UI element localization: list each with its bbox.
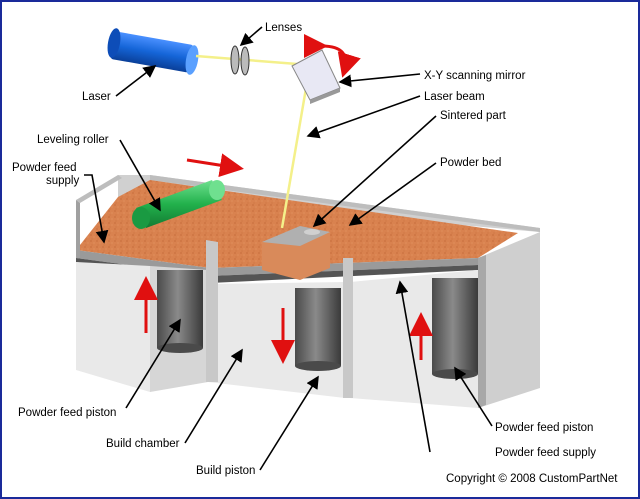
- lens-icon: [230, 45, 250, 76]
- divider-right: [343, 258, 353, 398]
- label-build-chamber: Build chamber: [106, 438, 180, 450]
- label-powder-feed-supply-left-2: supply: [46, 175, 79, 187]
- laser-icon: [107, 28, 199, 75]
- label-xy-mirror: X-Y scanning mirror: [424, 70, 526, 82]
- copyright-text: Copyright © 2008 CustomPartNet: [446, 473, 618, 485]
- mirror-icon: [291, 49, 341, 104]
- label-build-piston: Build piston: [196, 465, 255, 477]
- label-sintered-part: Sintered part: [440, 110, 507, 122]
- label-powder-feed-supply-right: Powder feed supply: [495, 447, 596, 459]
- divider-left: [206, 240, 218, 382]
- label-lenses: Lenses: [265, 22, 302, 34]
- piston-icon: [432, 278, 478, 379]
- piston-icon: [157, 270, 203, 353]
- label-powder-bed: Powder bed: [440, 157, 501, 169]
- mirror-rotation-arrow: [303, 33, 361, 78]
- label-powder-feed-piston-right: Powder feed piston: [495, 422, 593, 434]
- feed-chamber-left: [76, 262, 150, 392]
- label-powder-feed-piston-left: Powder feed piston: [18, 407, 116, 419]
- label-laser-beam: Laser beam: [424, 91, 485, 103]
- roller-icon: [132, 180, 225, 229]
- label-powder-feed-supply-left-1: Powder feed: [12, 162, 77, 174]
- sintered-part: [262, 226, 330, 280]
- piston-icon: [295, 288, 341, 371]
- right-wall: [478, 232, 540, 408]
- label-leveling-roller: Leveling roller: [37, 134, 109, 146]
- roller-direction-arrow: [186, 153, 244, 178]
- laser-beam-horizontal: [195, 54, 311, 67]
- label-laser: Laser: [82, 91, 111, 103]
